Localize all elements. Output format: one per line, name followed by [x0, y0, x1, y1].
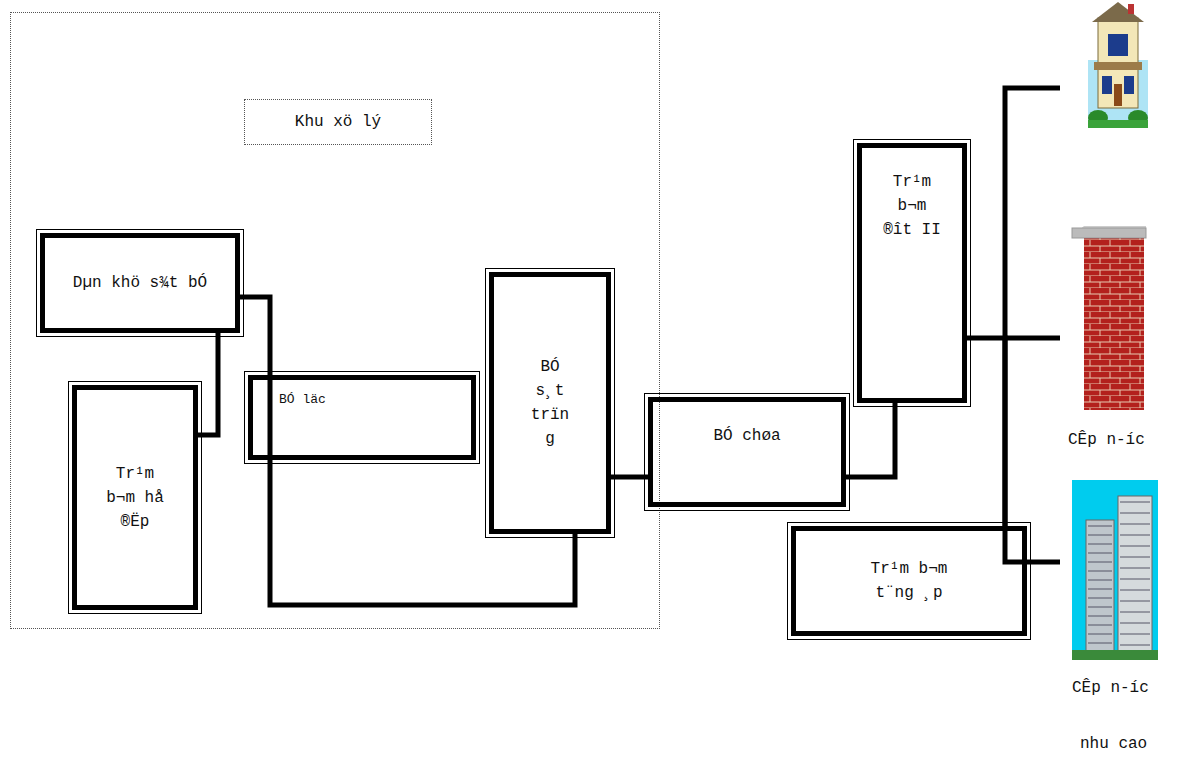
process-box: Tr¹m b¬m ®ît II — [857, 143, 967, 403]
node-label: BÓ läc — [279, 388, 326, 412]
supply-wire — [1005, 88, 1060, 562]
pipe-connector — [198, 333, 218, 435]
wall-icon — [1072, 226, 1146, 410]
process-box: Tr¹m b¬m t¨ng ¸p — [791, 526, 1027, 636]
process-box: BÓ chøa — [648, 397, 846, 507]
process-box: Tr¹m b¬m hå ®Ëp — [72, 385, 198, 610]
pipe-connector — [967, 338, 1005, 526]
pipe-connector — [846, 403, 895, 477]
node-label: Khu xö lý — [244, 99, 432, 145]
process-box: BÓ läc — [248, 375, 476, 460]
process-area: Khu xö lý Dµn khö s¾t bÓ Tr¹m b¬m hå ®Ëp BÓ… — [10, 12, 660, 629]
node-label: BÓ chøa — [713, 424, 780, 448]
pipe-connector — [240, 297, 575, 605]
process-box: BÓ s¸t trïn g — [489, 272, 611, 534]
consumer-label: CÊp n-íc — [1072, 678, 1149, 698]
node-label: Tr¹m b¬m hå ®Ëp — [105, 462, 165, 534]
house-icon — [1088, 2, 1148, 128]
node-label: Tr¹m b¬m ®ît II — [882, 170, 942, 242]
node-label: BÓ s¸t trïn g — [528, 355, 573, 451]
node-label: Dµn khö s¾t bÓ — [73, 271, 207, 295]
building-icon — [1072, 480, 1158, 660]
consumer-label: CÊp n-íc — [1068, 430, 1145, 450]
pipe-connector — [611, 475, 648, 480]
process-box: Dµn khö s¾t bÓ — [40, 233, 240, 333]
node-label: Tr¹m b¬m t¨ng ¸p — [854, 557, 964, 605]
consumer-label: nhu cao — [1080, 734, 1147, 754]
